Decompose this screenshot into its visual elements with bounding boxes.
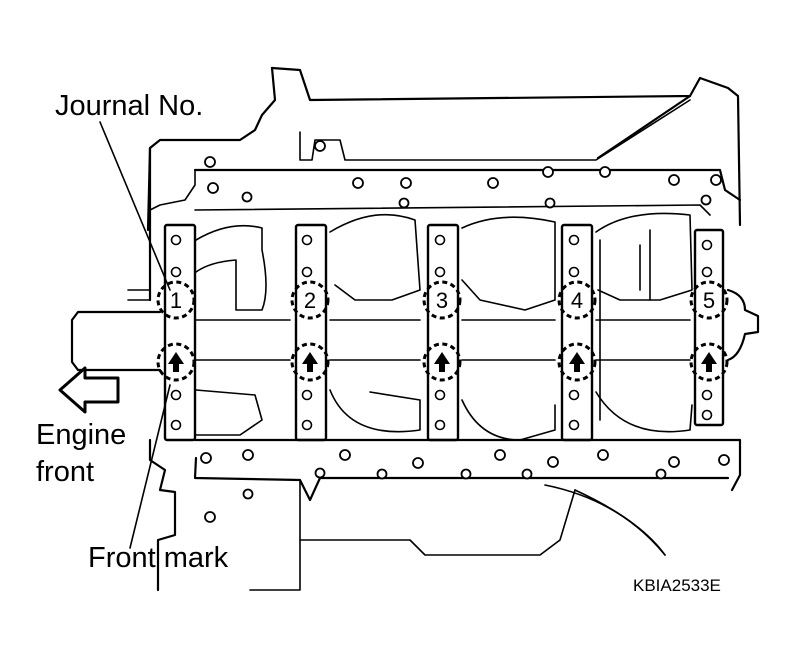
journal-number-markers: 1 2 3 4 5 — [156, 280, 729, 320]
bearing-cap-2 — [294, 223, 328, 442]
hollow-left-arrow-icon — [58, 366, 120, 414]
journal-leader-line — [99, 121, 171, 291]
engine-front-label-line1: Engine — [36, 419, 126, 451]
bearing-cap-5 — [693, 228, 725, 427]
journal-number-2: 2 — [304, 288, 316, 313]
bearing-cap-4 — [560, 223, 594, 442]
journal-marker-2: 2 — [290, 280, 330, 320]
journal-marker-1: 1 — [156, 280, 196, 320]
front-mark-label: Front mark — [88, 542, 229, 574]
figure-code-label: KBIA2533E — [633, 576, 721, 595]
leader-lines — [99, 121, 171, 549]
up-arrow-icon — [569, 352, 585, 372]
front-mark-2 — [290, 342, 330, 382]
bearing-cap-1 — [163, 223, 197, 442]
front-mark-5 — [689, 342, 729, 382]
cylinder-block-outline — [146, 66, 742, 302]
journal-number-4: 4 — [571, 288, 583, 313]
front-mark-3 — [422, 342, 462, 382]
journal-number-3: 3 — [436, 288, 448, 313]
journal-no-label: Journal No. — [55, 90, 203, 122]
journal-number-1: 1 — [170, 288, 182, 313]
up-arrow-icon — [302, 352, 318, 372]
front-mark-leader-line — [129, 384, 171, 549]
journal-marker-5: 5 — [689, 280, 729, 320]
front-mark-markers — [156, 342, 729, 382]
journal-number-5: 5 — [703, 288, 715, 313]
front-mark-4 — [557, 342, 597, 382]
up-arrow-icon — [434, 352, 450, 372]
front-mark-1 — [156, 342, 196, 382]
up-arrow-icon — [701, 352, 717, 372]
bearing-caps — [163, 223, 725, 442]
journal-marker-4: 4 — [557, 280, 597, 320]
up-arrow-icon — [168, 352, 184, 372]
bearing-cap-3 — [426, 223, 460, 442]
journal-marker-3: 3 — [422, 280, 462, 320]
engine-front-label-line2: front — [36, 456, 94, 488]
lower-block-outline — [148, 438, 742, 592]
